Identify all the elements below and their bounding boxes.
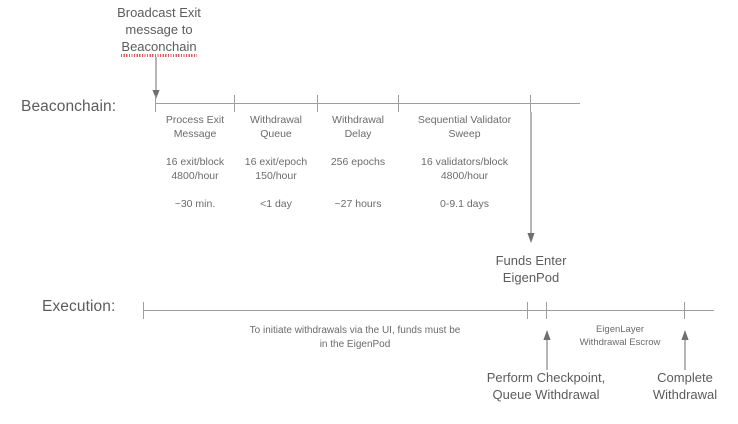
segment-3-duration: ~27 hours: [334, 198, 382, 210]
segment-4-title-line-2: Sweep: [448, 128, 481, 140]
callout-line-1: Broadcast Exit: [117, 5, 201, 20]
execution-tick-start: [143, 302, 145, 319]
segment-3-rate-line-1: 256 epochs: [330, 156, 386, 168]
broadcast-to-axis-arrow: [152, 57, 160, 99]
eigenlayer-withdrawal-escrow-note: EigenLayer Withdrawal Escrow: [560, 324, 680, 349]
segment-4-rate: 16 validators/block 4800/hour: [399, 155, 530, 183]
perform-checkpoint-label: Perform Checkpoint, Queue Withdrawal: [466, 369, 626, 403]
segment-2-title-line-1: Withdrawal: [250, 114, 302, 126]
misspelled-word: Beaconchain: [121, 39, 197, 57]
execution-tick-checkpoint: [546, 302, 548, 319]
segment-1-rate-line-1: 16 exit/block: [165, 156, 225, 168]
execution-ui-note: To initiate withdrawals via the UI, fund…: [180, 324, 530, 352]
execution-ui-note-line-2: in the EigenPod: [319, 339, 391, 350]
perform-checkpoint-arrow: [543, 330, 551, 370]
segment-1-title-line-2: Message: [173, 128, 217, 140]
beaconchain-tick-1: [234, 95, 236, 112]
beaconchain-axis: [155, 103, 580, 105]
beaconchain-tick-3: [398, 95, 400, 112]
complete-withdrawal-arrow: [681, 330, 689, 370]
segment-1-title: Process Exit Message: [150, 113, 240, 141]
execution-ui-note-line-1: To initiate withdrawals via the UI, fund…: [249, 325, 461, 336]
complete-withdrawal-line-1: Complete: [657, 370, 713, 385]
segment-4-title: Sequential Validator Sweep: [399, 113, 530, 141]
perform-checkpoint-line-1: Perform Checkpoint,: [486, 370, 606, 385]
segment-2-duration: <1 day: [260, 198, 292, 210]
segment-2-title: Withdrawal Queue: [231, 113, 321, 141]
segment-4-rate-line-1: 16 validators/block: [421, 156, 508, 168]
segment-4-rate-line-2: 4800/hour: [440, 170, 489, 182]
execution-lane-label: Execution:: [42, 298, 116, 315]
escrow-note-line-2: Withdrawal Escrow: [579, 336, 661, 348]
funds-enter-eigenpod-label: Funds Enter EigenPod: [456, 252, 606, 286]
segment-3-title: Withdrawal Delay: [313, 113, 403, 141]
complete-withdrawal-label: Complete Withdrawal: [632, 369, 738, 403]
complete-withdrawal-line-2: Withdrawal: [652, 387, 718, 402]
segment-1-title-line-1: Process Exit: [165, 114, 225, 126]
execution-tick-complete: [684, 302, 686, 319]
segment-4-duration: 0-9.1 days: [439, 198, 490, 210]
segment-2-rate-line-2: 150/hour: [255, 170, 297, 182]
segment-1-duration: ~30 min.: [174, 198, 216, 210]
segment-3-rate: 256 epochs: [313, 155, 403, 169]
beaconchain-tick-4: [530, 95, 532, 112]
segment-2-title-line-2: Queue: [260, 128, 292, 140]
execution-axis: [143, 310, 714, 312]
execution-tick-funds-arrive: [527, 302, 529, 319]
segment-1-rate-line-2: 4800/hour: [171, 170, 219, 182]
segment-4-title-line-1: Sequential Validator: [417, 114, 512, 126]
funds-enter-eigenpod-arrow: [527, 112, 535, 243]
callout-line-3: Beaconchain: [39, 38, 279, 57]
segment-1-rate: 16 exit/block 4800/hour: [150, 155, 240, 183]
funds-enter-line-2: EigenPod: [502, 270, 560, 285]
callout-line-2: message to: [125, 22, 193, 37]
segment-2-rate-line-1: 16 exit/epoch: [244, 156, 308, 168]
segment-3-title-line-2: Delay: [344, 128, 372, 140]
funds-enter-line-1: Funds Enter: [495, 253, 567, 268]
segment-2-rate: 16 exit/epoch 150/hour: [231, 155, 321, 183]
beaconchain-lane-label: Beaconchain:: [21, 98, 117, 115]
beaconchain-tick-start: [155, 95, 157, 112]
segment-3-title-line-1: Withdrawal: [332, 114, 384, 126]
perform-checkpoint-line-2: Queue Withdrawal: [492, 387, 600, 402]
broadcast-exit-callout: Broadcast Exit message to Beaconchain: [39, 4, 279, 57]
beaconchain-tick-2: [317, 95, 319, 112]
escrow-note-line-1: EigenLayer: [595, 324, 645, 335]
